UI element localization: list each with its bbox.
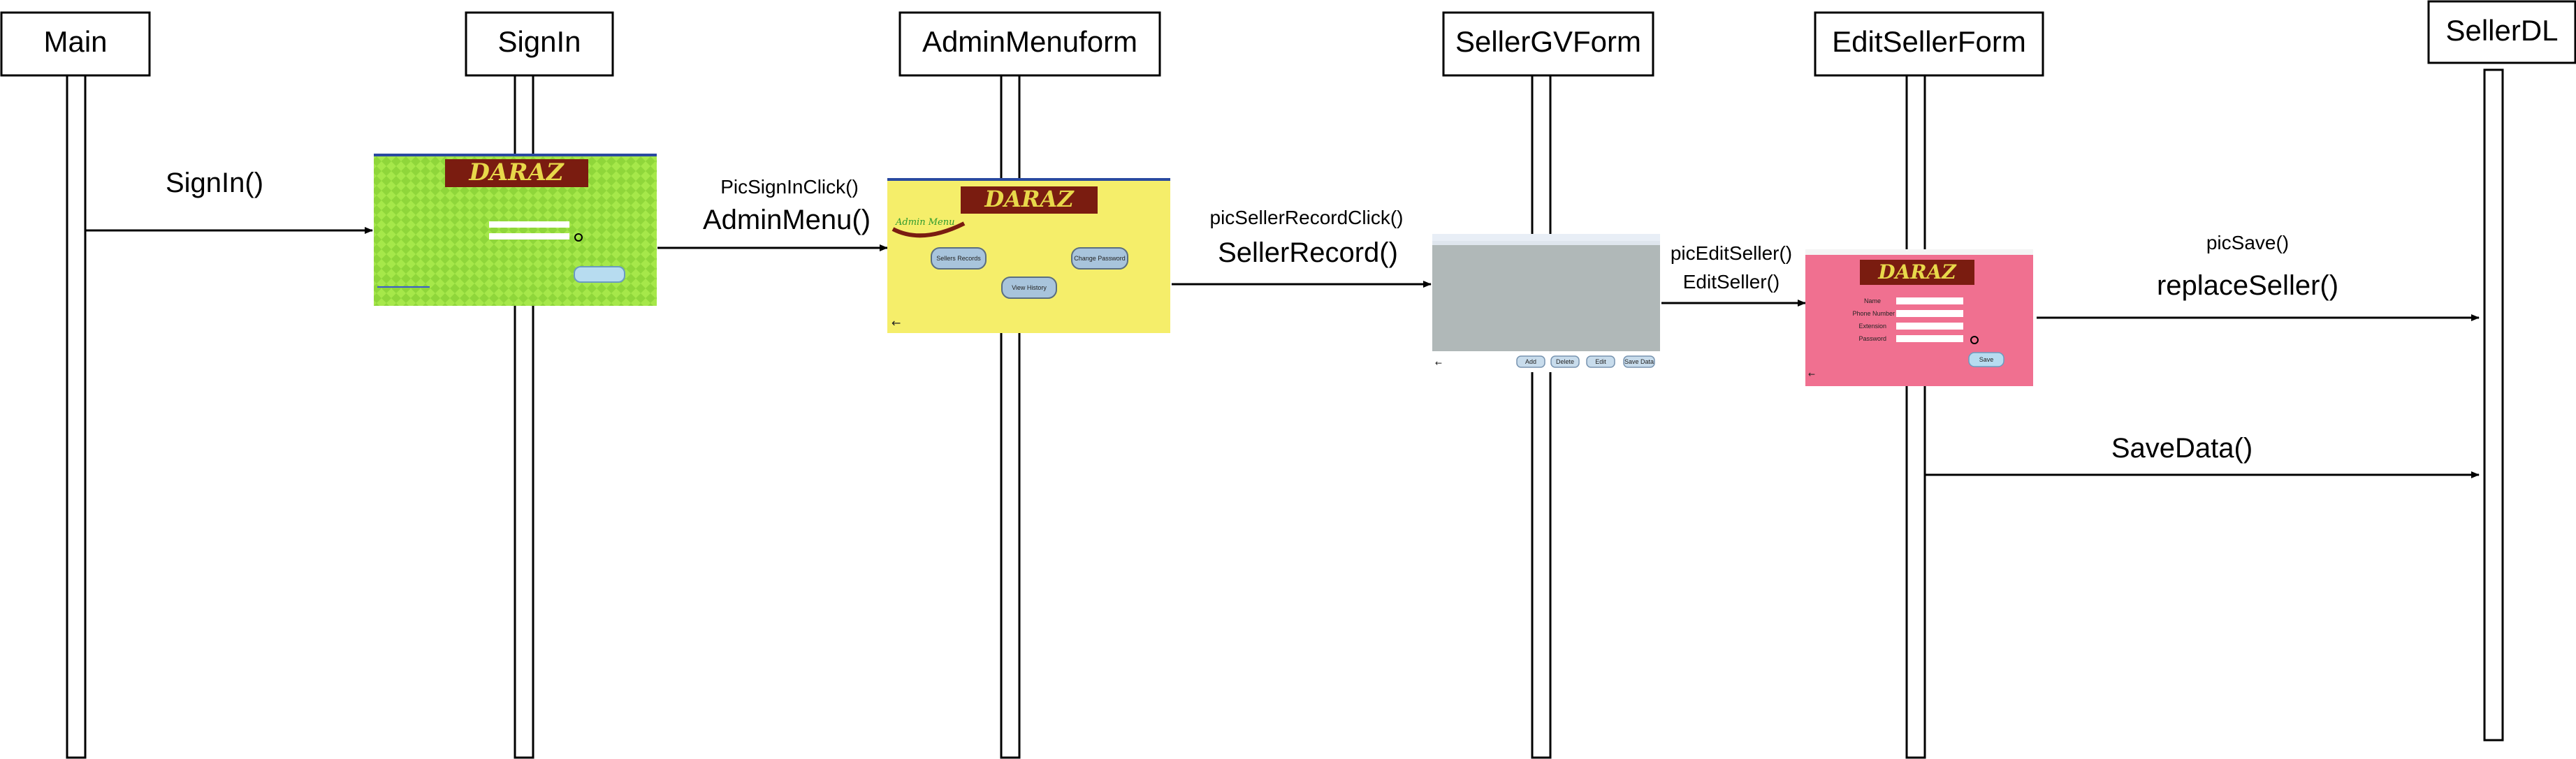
lifeline-sellergvform: SellerGVForm [1442, 11, 1654, 759]
signin-form-thumbnail: DARAZ [374, 154, 657, 306]
view-history-button [1001, 277, 1057, 299]
lifeline-main-header [0, 11, 151, 77]
eye-icon [574, 233, 583, 242]
save-button-label: Save [1979, 356, 1994, 363]
editseller-form-thumbnail: DARAZ Name Phone Number Extension Passwo… [1805, 249, 2033, 386]
lifeline-signin-header [465, 11, 614, 77]
lifeline-editsellerform-activation [1905, 68, 1926, 759]
lifeline-sellergvform-title: SellerGVForm [1455, 25, 1641, 58]
message-adminmenu: PicSignInClick() AdminMenu() [657, 176, 888, 251]
message-label: EditSeller() [1683, 271, 1780, 293]
lifeline-signin: SignIn [465, 11, 614, 759]
lifeline-main: Main [0, 11, 151, 759]
name-field [1896, 297, 1963, 304]
lifeline-sellerdl: SellerDL [2427, 0, 2576, 742]
back-arrow-icon: ← [1435, 358, 1442, 368]
brand-banner [961, 186, 1098, 214]
signin-button [574, 266, 625, 283]
message-label: SaveData() [2111, 433, 2253, 464]
lifeline-adminmenuform-activation [1000, 68, 1021, 759]
lifeline-adminmenuform: AdminMenuform [898, 11, 1161, 759]
change-password-button-label: Change Password [1074, 255, 1126, 262]
field-label-phone: Phone Number [1852, 310, 1895, 317]
svg-text:Admin Menu: Admin Menu [895, 217, 954, 228]
field-label-extension: Extension [1858, 323, 1886, 330]
message-signin: SignIn() [85, 168, 373, 234]
edit-button [1586, 355, 1615, 368]
lifeline-sellerdl-header [2427, 0, 2576, 64]
message-label: SignIn() [166, 168, 263, 198]
sellers-records-button [931, 247, 987, 270]
change-password-button [1071, 247, 1128, 270]
password-field [489, 233, 569, 240]
brand-logo-text: DARAZ [984, 186, 1075, 212]
lifeline-main-title: Main [43, 25, 107, 58]
sellers-records-button-label: Sellers Records [936, 255, 981, 262]
message-top-label: picSave() [2206, 232, 2289, 253]
message-editseller: picEditSeller() EditSeller() [1661, 242, 1806, 307]
message-top-label: PicSignInClick() [720, 176, 859, 198]
svg-text:Save Data: Save Data [1624, 358, 1654, 365]
extension-field [1896, 323, 1963, 330]
back-arrow-icon: ← [892, 316, 901, 330]
message-label: AdminMenu() [703, 205, 871, 235]
lifeline-editsellerform-header [1814, 11, 2044, 77]
message-label: replaceSeller() [2157, 270, 2338, 301]
lifeline-editsellerform-title: EditSellerForm [1832, 25, 2026, 58]
lifeline-signin-title: SignIn [497, 25, 581, 58]
add-button [1516, 355, 1545, 368]
message-sellerrecord: picSellerRecordClick() SellerRecord() [1172, 207, 1432, 288]
seller-grid [1432, 245, 1660, 351]
username-field [489, 221, 569, 228]
sellergv-form-thumbnail: Add Delete Edit Save Data ← [1432, 234, 1660, 372]
message-label: SellerRecord() [1218, 237, 1398, 268]
eye-icon [1970, 336, 1979, 344]
adminmenu-form-thumbnail: DARAZ Admin Menu Sellers Records Change … [887, 178, 1170, 333]
message-savedata: SaveData() [1925, 433, 2480, 478]
brand-logo-text: DARAZ [1877, 260, 1957, 283]
back-arrow-icon: ← [1808, 369, 1815, 379]
lifeline-adminmenuform-header [898, 11, 1161, 77]
svg-text:Add: Add [1525, 358, 1536, 365]
view-history-button-label: View History [1012, 284, 1047, 291]
welcome-swoosh [892, 221, 966, 238]
lifeline-sellergvform-header [1442, 11, 1654, 77]
delete-button [1550, 355, 1580, 368]
lifeline-sellerdl-activation [2483, 68, 2504, 742]
save-button [1968, 352, 2004, 367]
phone-field [1896, 310, 1963, 317]
svg-text:Delete: Delete [1556, 358, 1574, 365]
brand-logo-text: DARAZ [468, 159, 565, 186]
field-label-password: Password [1858, 335, 1886, 342]
password-field [1896, 335, 1963, 342]
lifeline-main-activation [66, 68, 87, 759]
brand-banner [1860, 260, 1974, 285]
lifeline-sellergvform-activation [1531, 68, 1552, 759]
save-data-button [1623, 355, 1655, 368]
message-top-label: picSellerRecordClick() [1210, 207, 1404, 228]
lifeline-editsellerform: EditSellerForm [1814, 11, 2044, 759]
lifeline-adminmenuform-title: AdminMenuform [922, 25, 1137, 58]
message-replaceseller: picSave() replaceSeller() [2037, 232, 2480, 321]
message-top-label: picEditSeller() [1671, 242, 1792, 264]
svg-text:Edit: Edit [1595, 358, 1606, 365]
lifeline-sellerdl-title: SellerDL [2445, 14, 2558, 47]
brand-banner [445, 159, 588, 187]
field-label-name: Name [1864, 297, 1881, 304]
